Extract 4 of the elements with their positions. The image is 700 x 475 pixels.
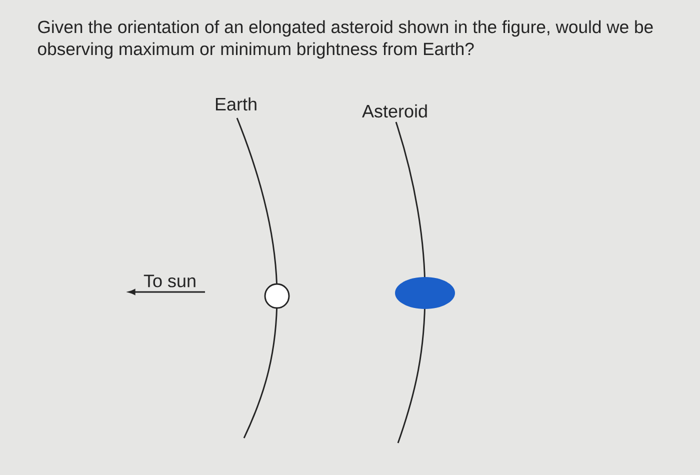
orbit-label: Earth — [216, 97, 256, 111]
question-text: Given the orientation of an elongated asteroid shown in the figure, would we be observing maximum or minimum brightness from Earth? — [38, 20, 653, 59]
direction-label: To sun — [144, 274, 196, 288]
orbit-label: Asteroid — [362, 104, 427, 118]
